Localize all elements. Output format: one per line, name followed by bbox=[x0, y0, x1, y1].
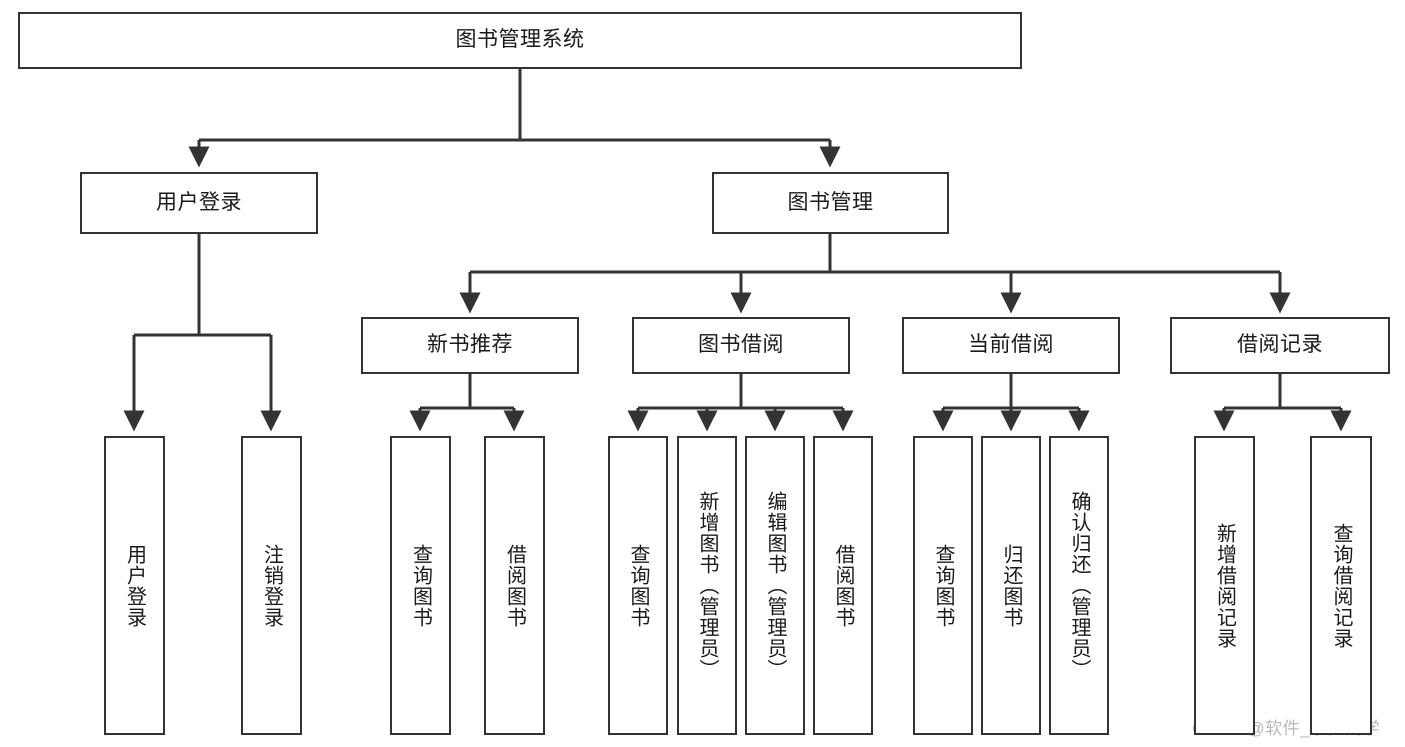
node-label: 借阅记录 bbox=[1237, 333, 1323, 357]
node-label: 注销登录 bbox=[260, 543, 283, 628]
node-level2-借阅记录[interactable]: 借阅记录 bbox=[1170, 317, 1390, 374]
node-level2-图书借阅[interactable]: 图书借阅 bbox=[632, 317, 850, 374]
node-label: 图书管理系统 bbox=[455, 28, 585, 52]
node-label: 查询图书 bbox=[932, 543, 954, 628]
node-label: 新增图书（管理员） bbox=[696, 491, 718, 680]
node-leaf-借阅图书[interactable]: 借阅图书 bbox=[813, 436, 873, 735]
node-label: 用户登录 bbox=[123, 543, 146, 628]
node-label: 图书借阅 bbox=[698, 333, 784, 357]
node-leaf-查询图书[interactable]: 查询图书 bbox=[390, 436, 451, 735]
node-level2-新书推荐[interactable]: 新书推荐 bbox=[361, 317, 579, 374]
node-label: 新增借阅记录 bbox=[1213, 522, 1236, 649]
node-level2-当前借阅[interactable]: 当前借阅 bbox=[902, 317, 1120, 374]
node-label: 查询借阅记录 bbox=[1330, 522, 1352, 649]
node-leaf-查询图书[interactable]: 查询图书 bbox=[608, 436, 668, 735]
node-leaf-编辑图书管理员[interactable]: 编辑图书（管理员） bbox=[745, 436, 805, 735]
node-label: 确认归还（管理员） bbox=[1068, 491, 1090, 680]
node-label: 用户登录 bbox=[156, 190, 242, 214]
node-label: 查询图书 bbox=[627, 543, 649, 628]
node-root-图书管理系统[interactable]: 图书管理系统 bbox=[18, 12, 1022, 69]
node-leaf-归还图书[interactable]: 归还图书 bbox=[981, 436, 1041, 735]
node-label: 借阅图书 bbox=[503, 543, 526, 628]
node-label: 查询图书 bbox=[409, 543, 432, 628]
node-label: 当前借阅 bbox=[968, 333, 1054, 357]
node-leaf-新增图书管理员[interactable]: 新增图书（管理员） bbox=[677, 436, 737, 735]
node-leaf-查询借阅记录[interactable]: 查询借阅记录 bbox=[1310, 436, 1372, 735]
node-leaf-借阅图书[interactable]: 借阅图书 bbox=[484, 436, 545, 735]
node-leaf-确认归还管理员[interactable]: 确认归还（管理员） bbox=[1049, 436, 1109, 735]
node-label: 归还图书 bbox=[1000, 543, 1022, 628]
node-label: 借阅图书 bbox=[832, 543, 854, 628]
node-level1-用户登录[interactable]: 用户登录 bbox=[80, 172, 318, 234]
node-label: 编辑图书（管理员） bbox=[764, 491, 786, 680]
node-leaf-新增借阅记录[interactable]: 新增借阅记录 bbox=[1194, 436, 1255, 735]
node-label: 新书推荐 bbox=[427, 333, 513, 357]
node-level1-图书管理[interactable]: 图书管理 bbox=[712, 172, 949, 234]
node-leaf-用户登录[interactable]: 用户登录 bbox=[104, 436, 165, 735]
node-leaf-注销登录[interactable]: 注销登录 bbox=[241, 436, 302, 735]
node-leaf-查询图书[interactable]: 查询图书 bbox=[913, 436, 973, 735]
node-label: 图书管理 bbox=[787, 190, 874, 214]
